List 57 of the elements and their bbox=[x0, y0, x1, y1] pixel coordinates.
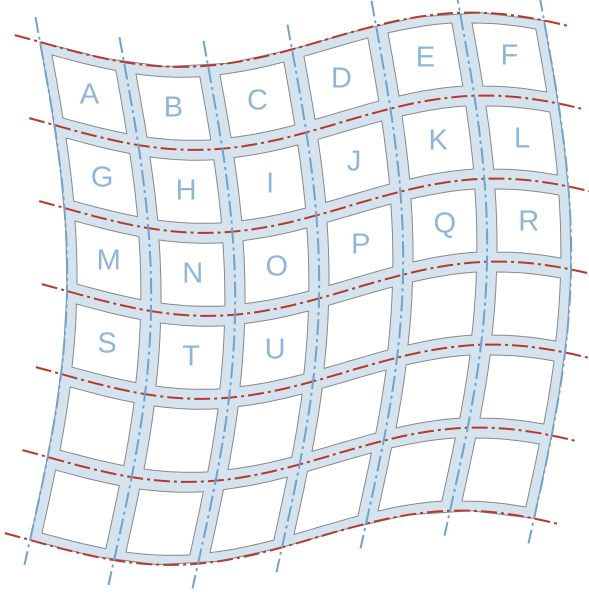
cell-letter: I bbox=[266, 170, 274, 199]
grid-cell bbox=[462, 438, 540, 507]
cell-letter: C bbox=[246, 86, 268, 116]
grid-cell bbox=[411, 189, 478, 262]
grid-cell bbox=[60, 386, 134, 466]
grid-cell bbox=[144, 406, 218, 472]
grid-cell bbox=[480, 354, 554, 424]
cell-letter: P bbox=[351, 230, 370, 260]
cell-letter: L bbox=[514, 124, 530, 154]
grid-cell bbox=[52, 54, 127, 134]
grid-cell bbox=[378, 438, 456, 512]
grid-cell bbox=[150, 156, 222, 223]
cell-letter: A bbox=[80, 80, 100, 110]
grid-cell bbox=[75, 220, 142, 300]
grid-cell bbox=[234, 145, 306, 221]
grid-cell bbox=[324, 287, 393, 369]
grid-cell bbox=[228, 394, 302, 470]
cell-letter: D bbox=[330, 64, 352, 94]
grid-cell bbox=[492, 272, 561, 341]
cell-letter: M bbox=[96, 246, 121, 276]
cell-letter: T bbox=[182, 342, 200, 372]
grid-cell bbox=[66, 138, 138, 216]
grid-cell bbox=[396, 355, 470, 428]
cell-letter: B bbox=[164, 94, 184, 123]
grid-cell bbox=[156, 322, 225, 389]
cell-letter: O bbox=[265, 252, 288, 282]
grid-cell bbox=[136, 74, 211, 140]
grid-cell bbox=[408, 272, 477, 346]
cell-letter: N bbox=[182, 260, 204, 289]
grid-cell bbox=[126, 488, 204, 555]
grid-cell bbox=[220, 62, 295, 138]
cell-letter: K bbox=[428, 126, 448, 156]
cell-letter: R bbox=[518, 207, 540, 236]
grid-cell bbox=[402, 106, 474, 180]
grid-cell bbox=[42, 470, 120, 548]
grid-cell bbox=[388, 23, 463, 96]
grid-cell bbox=[243, 228, 310, 304]
cell-letter: U bbox=[264, 336, 286, 365]
grid-cell bbox=[472, 22, 547, 92]
grid-cell bbox=[294, 453, 372, 535]
grid-cell bbox=[327, 204, 394, 286]
cell-letter: E bbox=[416, 44, 436, 73]
grid-cell bbox=[486, 106, 558, 175]
grid-cell bbox=[318, 121, 390, 203]
cell-letter: J bbox=[346, 147, 362, 176]
cell-letter: Q bbox=[433, 210, 456, 239]
cell-letter: S bbox=[97, 329, 117, 358]
grid-cell bbox=[304, 38, 379, 120]
grid-cell bbox=[312, 370, 386, 452]
grid-cell bbox=[495, 188, 562, 258]
grid-cell bbox=[159, 240, 226, 306]
cell-letter: H bbox=[176, 176, 197, 206]
grid-cell bbox=[72, 304, 141, 382]
grid-cell bbox=[240, 311, 309, 387]
cell-letter: G bbox=[90, 163, 114, 192]
grid-cell bbox=[210, 477, 288, 553]
cell-letter: F bbox=[500, 41, 518, 70]
